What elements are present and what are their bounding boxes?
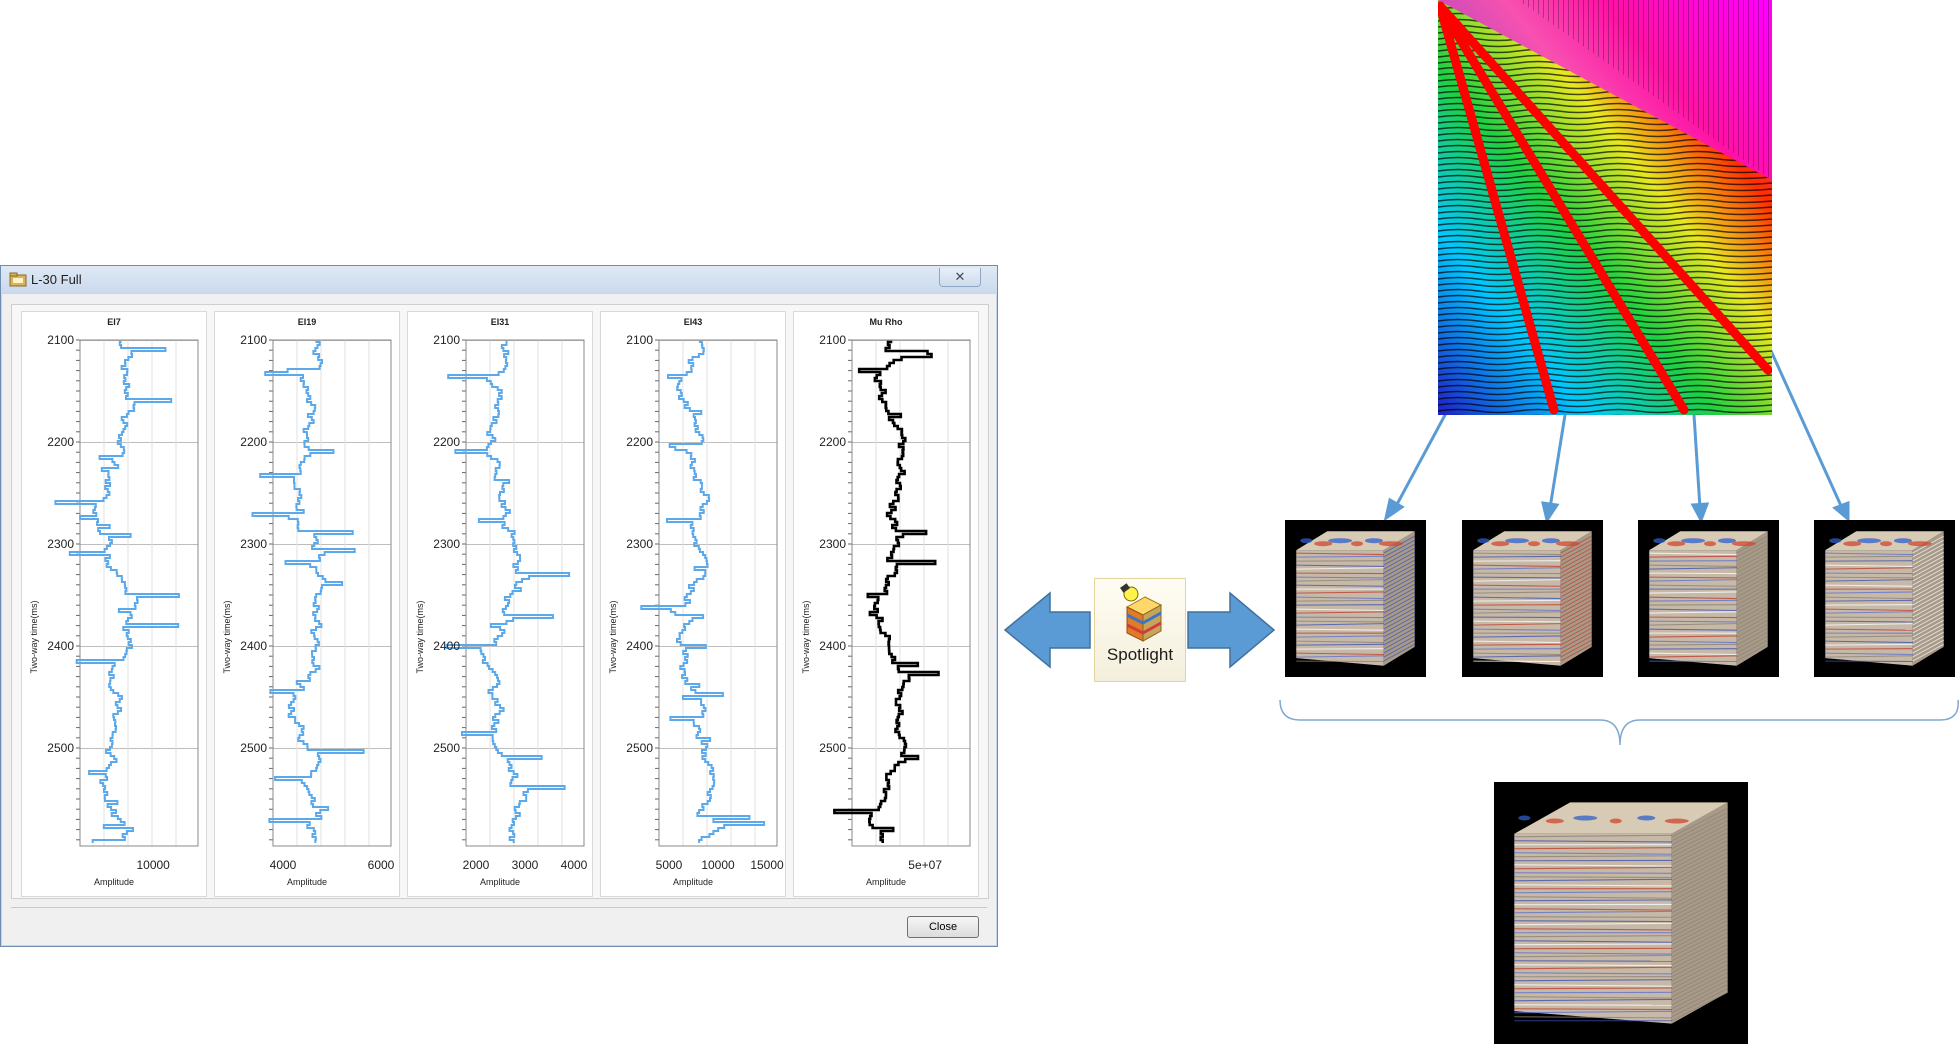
seismic-cube-image <box>1285 520 1426 677</box>
seismic-cube-image <box>1638 520 1779 677</box>
seismic-cube-image <box>1814 520 1955 677</box>
seismic-section-image <box>1438 0 1772 415</box>
arrow-head-4 <box>1835 503 1848 519</box>
grouping-brace <box>1280 700 1958 745</box>
spotlight-label: Spotlight <box>1095 645 1185 665</box>
seismic-cube-image <box>1462 520 1603 677</box>
right-arrow <box>1188 593 1274 667</box>
left-arrow <box>1005 593 1090 667</box>
spotlight-icon <box>1095 579 1187 645</box>
spotlight-button[interactable]: Spotlight <box>1094 578 1186 682</box>
arrow-head-2 <box>1543 503 1557 520</box>
merged-seismic-cube-image <box>1494 782 1748 1044</box>
arrow-head-1 <box>1386 500 1402 518</box>
arrow-head-3 <box>1693 504 1707 520</box>
